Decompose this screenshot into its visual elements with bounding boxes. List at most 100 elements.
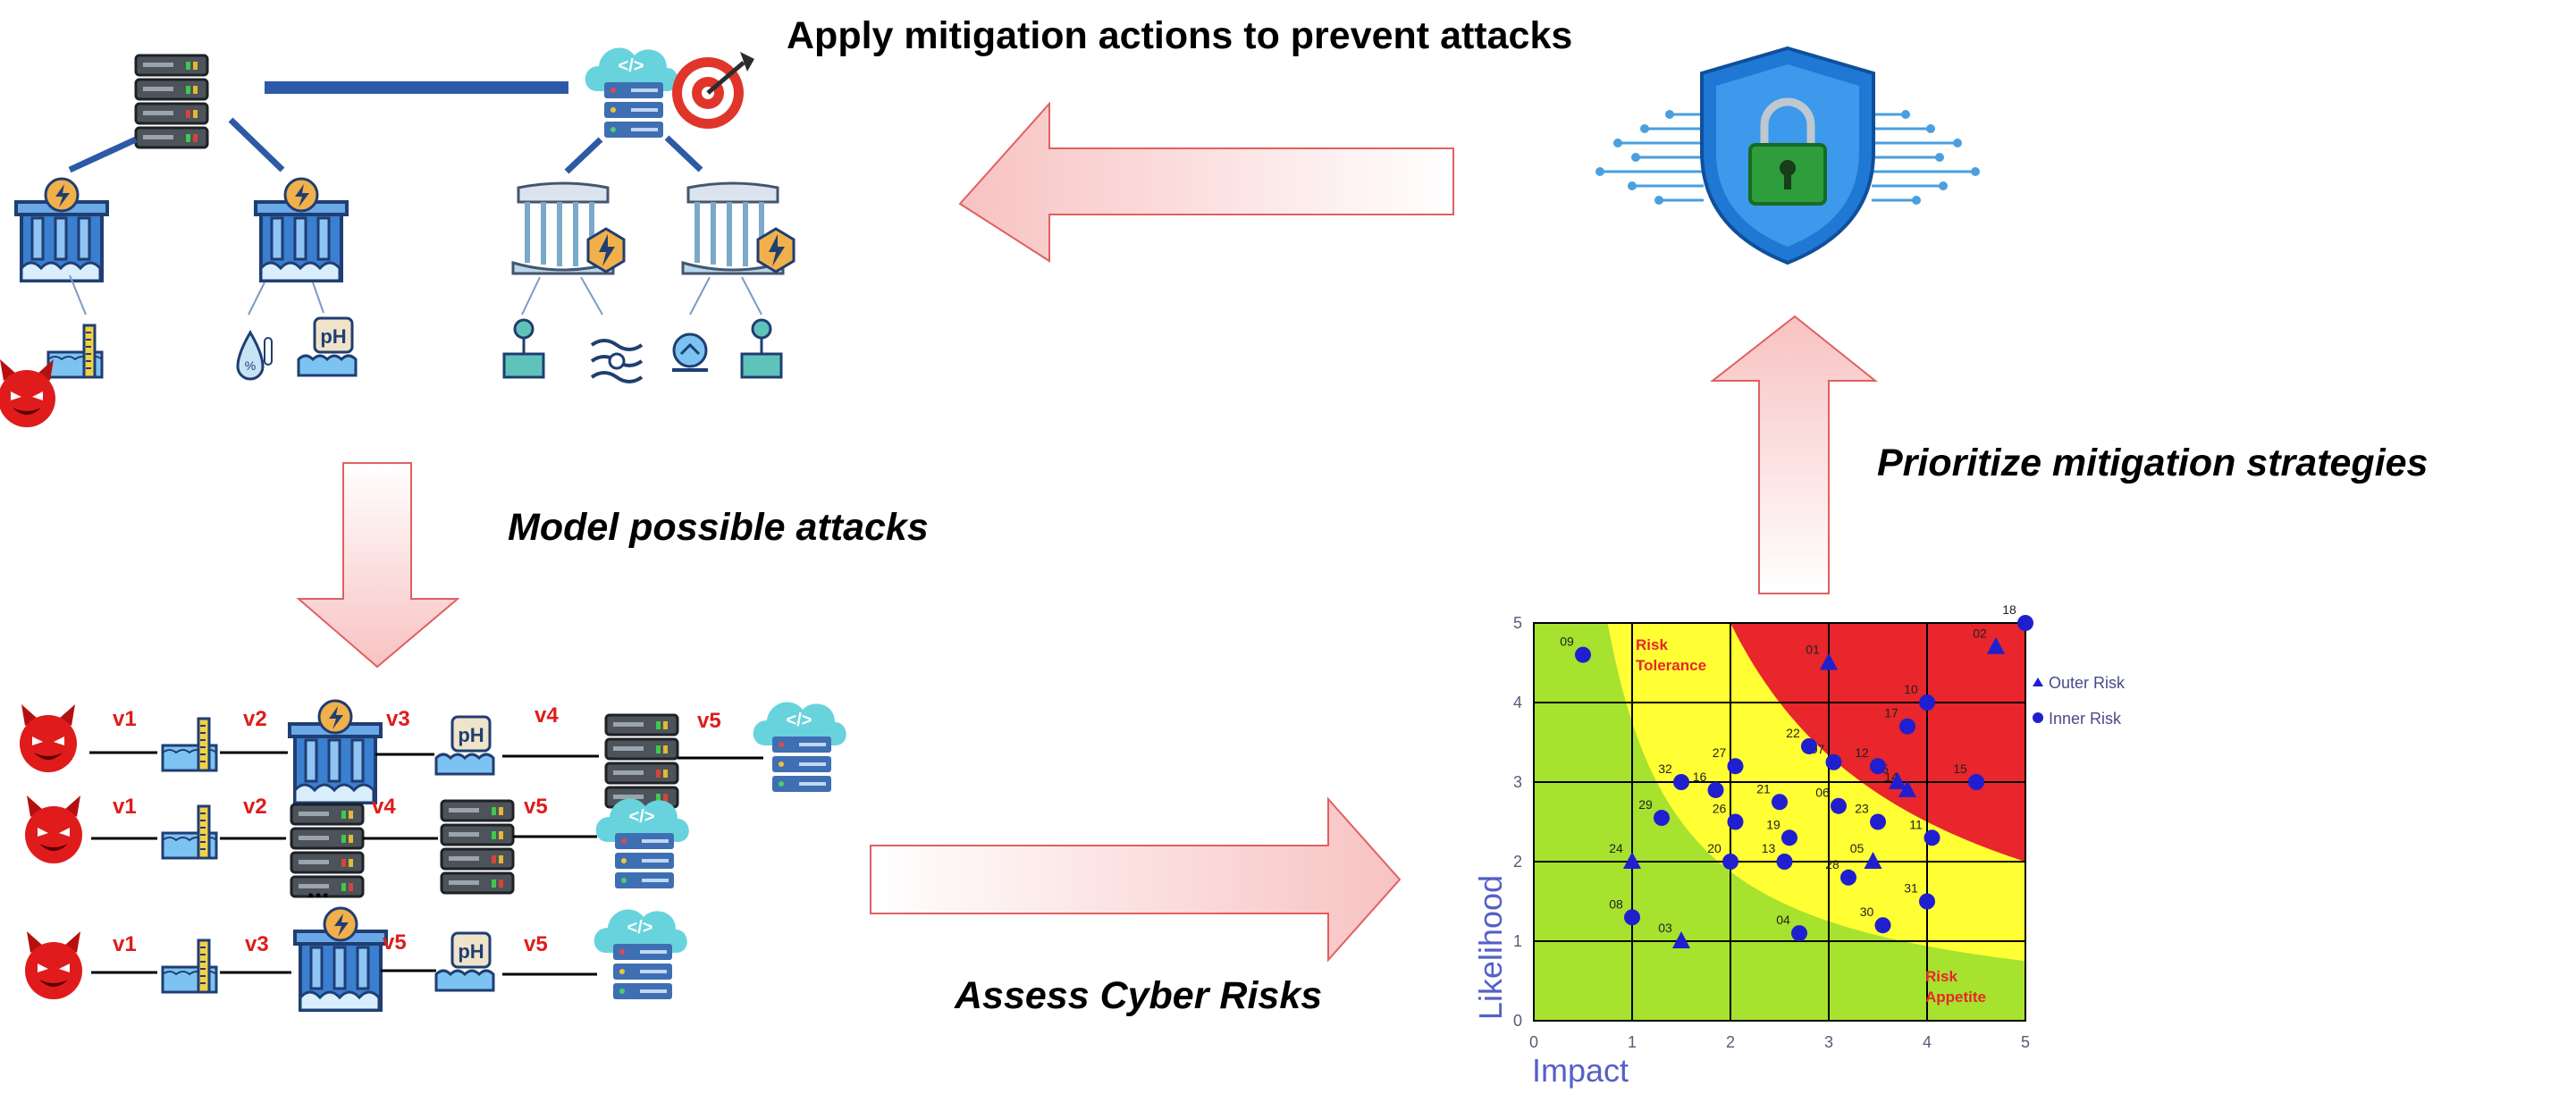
data-point-label: 29 (1638, 797, 1653, 812)
attack-path-row (20, 699, 846, 809)
data-point-label: 16 (1693, 770, 1707, 784)
data-point-label: 04 (1776, 913, 1790, 927)
water-network-diagram: % (0, 47, 794, 427)
step-label: v2 (243, 795, 267, 819)
step-label: v1 (113, 795, 137, 819)
data-point-circle (1801, 737, 1817, 754)
target-icon (672, 52, 754, 129)
data-point-circle (1899, 718, 1915, 735)
data-point-label: 32 (1658, 762, 1672, 776)
data-point-circle (1919, 893, 1935, 910)
water-level-gauge-icon (161, 804, 218, 860)
ph-sensor-icon (297, 316, 358, 377)
data-point-circle (1722, 854, 1738, 870)
data-point-circle (1776, 854, 1793, 870)
water-level-gauge-icon (161, 938, 218, 994)
data-point-label: 13 (1762, 841, 1776, 855)
data-point-triangle (1889, 772, 1907, 789)
hydro-plant-icon (513, 183, 624, 274)
step-label: v5 (697, 709, 721, 733)
caption-apply-mitigation: Apply mitigation actions to prevent atta… (787, 14, 1573, 57)
arrow-right-assess-risks (870, 796, 1402, 963)
data-point-label: 20 (1707, 841, 1722, 855)
step-label: v5 (524, 932, 548, 956)
x-tick-label: 4 (1923, 1033, 1932, 1051)
attacker-devil-icon (0, 359, 55, 427)
attacker-devil-icon (25, 795, 82, 863)
flow-sensor-icon (590, 339, 644, 383)
cloud-server-icon (593, 909, 687, 999)
step-label: v4 (535, 703, 559, 728)
step-label: v4 (372, 795, 396, 819)
server-icon (604, 713, 679, 809)
data-point-circle (1575, 646, 1591, 663)
security-shield-lock-icon (1595, 46, 1980, 265)
y-tick-label: 0 (1513, 1012, 1522, 1030)
data-point-circle (1919, 694, 1935, 711)
svg-text:%: % (245, 358, 256, 373)
x-tick-label: 3 (1824, 1033, 1833, 1051)
data-point-label: 08 (1609, 896, 1623, 911)
data-point-circle (1654, 810, 1670, 827)
data-point-circle (1781, 829, 1797, 846)
ph-sensor-icon (434, 715, 495, 776)
dam-icon (288, 699, 383, 804)
data-point-label: 10 (1904, 682, 1918, 696)
plot-border (1533, 622, 2026, 1022)
step-label: v1 (113, 707, 137, 731)
water-probe-icon (502, 318, 545, 379)
y-tick-label: 3 (1513, 773, 1522, 791)
network-link (664, 135, 703, 173)
data-point-circle (1874, 917, 1891, 934)
data-point-triangle (1672, 931, 1690, 948)
step-label: v1 (113, 932, 137, 956)
cloud-server-icon (595, 798, 689, 888)
data-point-label: 28 (1825, 857, 1839, 871)
data-point-label: 01 (1806, 643, 1820, 657)
step-label: v5 (524, 795, 548, 819)
legend-marker-circle (2033, 712, 2043, 723)
data-point-circle (1840, 869, 1856, 886)
risk-tolerance-label: Tolerance (1636, 657, 1706, 674)
data-point-label: 02 (1973, 627, 1987, 641)
network-link (228, 117, 285, 173)
cloud-server-icon (585, 47, 678, 139)
x-tick-label: 5 (2021, 1033, 2030, 1051)
y-tick-label: 4 (1513, 694, 1522, 711)
attack-path-row: ... (25, 795, 689, 904)
data-point-label: 15 (1953, 762, 1967, 776)
data-point-circle (1727, 813, 1744, 830)
data-point-triangle (1820, 652, 1838, 670)
data-point-label: 11 (1909, 817, 1923, 831)
data-point-label: 19 (1766, 817, 1780, 831)
data-point-circle (1831, 797, 1847, 814)
caption-assess-risks: Assess Cyber Risks (955, 974, 1323, 1017)
risk-zone-red (1730, 623, 2025, 862)
data-point-label: 21 (1756, 781, 1771, 795)
hydro-plant-icon (683, 183, 794, 274)
data-point-circle (1791, 925, 1807, 942)
data-point-circle (1870, 813, 1886, 830)
data-point-label: 22 (1786, 726, 1800, 740)
data-point-label: 30 (1860, 905, 1874, 919)
data-point-label: 03 (1658, 921, 1672, 935)
data-point-triangle (1898, 779, 1916, 797)
data-point-label: 26 (1713, 802, 1727, 816)
data-point-triangle (1987, 636, 2005, 654)
data-point-circle (1924, 829, 1940, 846)
attacker-devil-icon (25, 931, 82, 999)
data-point-label: 23 (1855, 802, 1869, 816)
server-icon (440, 799, 515, 895)
ph-sensor-icon (434, 931, 495, 992)
legend-marker-triangle (2033, 678, 2043, 686)
data-point-label: 31 (1904, 881, 1918, 896)
x-axis-label: Impact (1532, 1052, 1629, 1089)
caption-model-attacks: Model possible attacks (508, 506, 929, 549)
risk-appetite-label: Appetite (1925, 989, 1986, 1006)
data-point-circle (2017, 615, 2033, 631)
x-tick-label: 1 (1628, 1033, 1637, 1051)
data-point-label: 05 (1850, 841, 1865, 855)
data-point-circle (1727, 758, 1744, 775)
data-point-circle (1673, 774, 1689, 790)
